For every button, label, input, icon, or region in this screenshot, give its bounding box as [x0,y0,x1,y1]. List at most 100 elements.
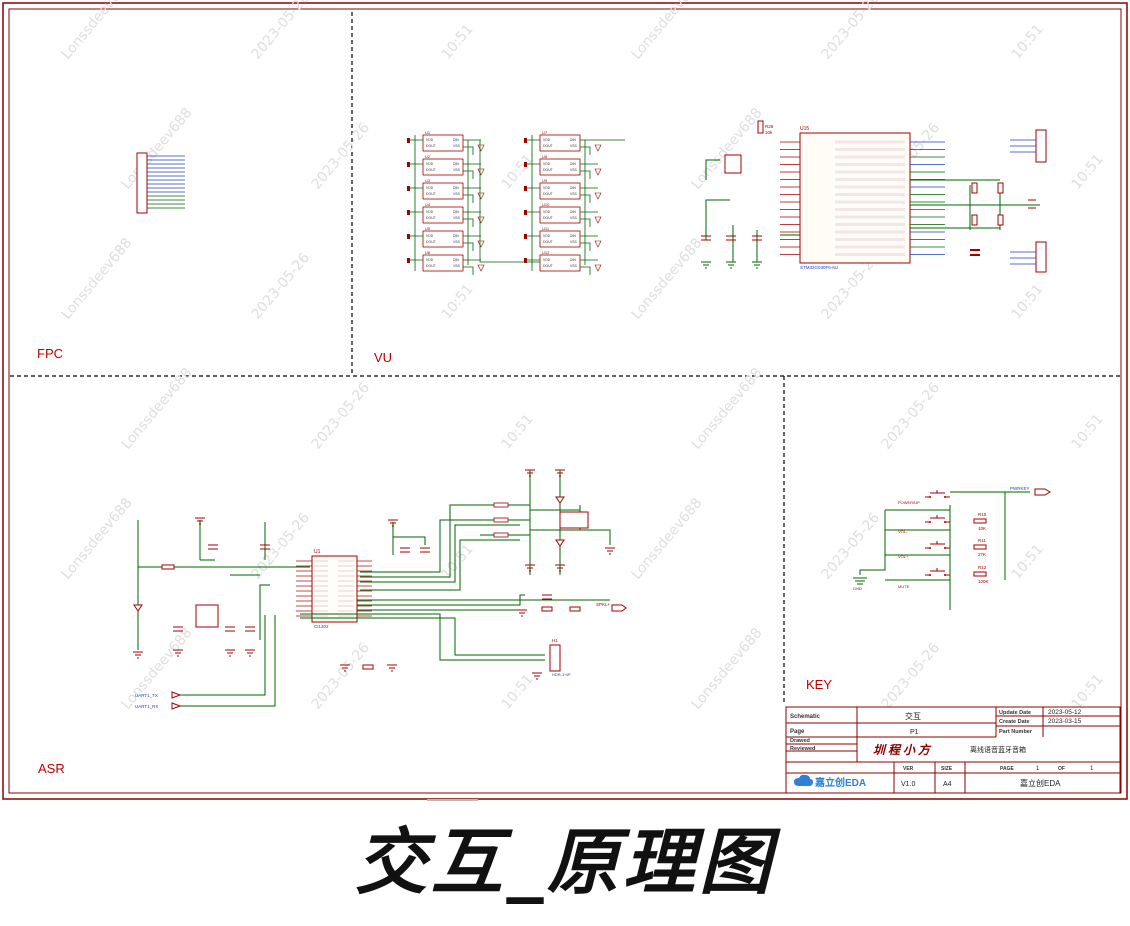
u1-pin-name [314,585,328,587]
vu-led-cap [477,240,485,248]
vu-led-wire [409,187,481,203]
vu-led-pin-label: DIN [453,186,459,190]
vu-link-wire [479,139,625,263]
pushbutton-icon [925,568,950,576]
vu-led-power-flag [407,210,410,215]
r12-value: 100K [978,579,989,584]
section-label-key: KEY [806,677,833,692]
watermark-text: 2023-05-26 [308,640,373,713]
vu-led-pin-label: DOUT [543,168,553,172]
gnd-symbol [195,517,205,525]
tb-update-label: Update Date [999,710,1031,716]
tb-update-value: 2023-05-12 [1048,709,1082,716]
pushbutton-icon [925,490,950,498]
tb-page-label: Page [790,729,805,735]
watermark-text: 10:51 [1008,21,1046,62]
r12-designator: R12 [978,565,987,570]
pushbutton-contact [944,496,946,498]
u1-pin-name [314,605,328,607]
vu-led-cap [594,192,602,200]
pushbutton-contact [944,547,946,549]
pushbutton-contact [929,521,931,523]
watermark-text: 2023-05-26 [878,380,943,453]
inner-frame [8,8,1122,794]
vu-led-pin-label: VSS [453,192,461,196]
u1-pin-name [338,595,354,597]
u1-pin-name [314,575,328,577]
u15-pin-name [835,245,905,249]
watermark-text: 2023-05-26 [818,510,883,583]
u1-pin-name [314,600,328,602]
vu-led-pin-label: VSS [570,192,578,196]
vu-chain-wire [531,135,586,271]
btn-volminus-label: VOL- [898,529,908,534]
u1-pin-name [314,615,328,617]
section-label-vu: VU [374,350,393,365]
vu-led-wire [526,187,598,203]
vu-led-designator: U7 [542,130,548,135]
asr-cap [420,547,430,553]
vu-led-designator: U4 [425,202,431,207]
vu-led-pin-label: VSS [453,168,461,172]
vu-led-pin-label: DIN [453,234,459,238]
watermark-text: 2023-05-26 [248,250,313,323]
u1-pin-name [314,610,328,612]
pushbutton-icon [925,515,950,523]
vu-led-pin-label: DOUT [543,240,553,244]
vu-led-designator: U8 [542,154,548,159]
key-circuit: R10 10K R11 27K R12 100K PWRKEY POWER/UP… [853,486,1051,610]
u15-pin-name [835,163,905,166]
gnd-symbol [340,664,350,672]
u1-pin-name [338,580,354,582]
pushbutton-contact [944,574,946,576]
tb-ver-value: V1.0 [901,781,916,788]
watermark-text: Lonssdeev688 [688,365,765,452]
watermark-text: 10:51 [498,671,536,712]
vu-led-chip [539,182,581,200]
asr-resistor [493,532,509,538]
u1-pin-name [338,565,354,567]
watermark-text: Lonssdeev688 [688,625,765,712]
vu-led-pin-label: VDD [426,210,434,214]
u15-decap [701,235,711,241]
vu-led-power-flag [524,186,527,191]
vu-led-cap [594,264,602,272]
diode-icon [555,496,565,504]
vu-led-cap [477,264,485,272]
h1-pin-label: HDR-1*4P [552,672,571,677]
mcu-u15: U15 STM32G030F6-6U R28 10k [701,120,1047,273]
u1-part-label: CI1302 [314,624,329,629]
vu-led-chip [422,182,464,200]
u15-pin-name [835,223,905,226]
vu-led-cap [594,168,602,176]
vu-led-cap [477,144,485,152]
tb-part-label: Part Number [999,729,1033,735]
gnd-symbol [225,649,235,657]
vu-led-wire [409,259,481,275]
watermark-text: 10:51 [1068,671,1106,712]
vu-led-designator: U1 [425,130,431,135]
vu-led-wire [409,163,481,179]
gnd-symbol [173,649,183,657]
vu-led-power-flag [407,162,410,167]
vu-led-power-flag [524,162,527,167]
u1-pin-name [314,570,328,572]
asr-cap [225,626,235,632]
diode-icon [555,539,565,547]
u1-pin-name [338,605,354,607]
vu-led-pin-label: DIN [570,210,576,214]
u15-pin-name [835,170,905,174]
vu-led-wire [526,211,598,227]
u15-decap [752,235,762,241]
watermark-text: 10:51 [1068,411,1106,452]
vu-led-pin-label: DOUT [426,240,436,244]
vu-led-pin-label: DOUT [426,168,436,172]
vu-chain-wire [414,135,469,271]
u1-pin-name [314,580,328,582]
u1-pin-name [338,590,354,592]
key-gnd-label: GND [853,586,862,591]
vu-led-wire [409,139,481,155]
vu-led-pin-label: VSS [570,264,578,268]
brand-logo-icon [794,774,813,786]
